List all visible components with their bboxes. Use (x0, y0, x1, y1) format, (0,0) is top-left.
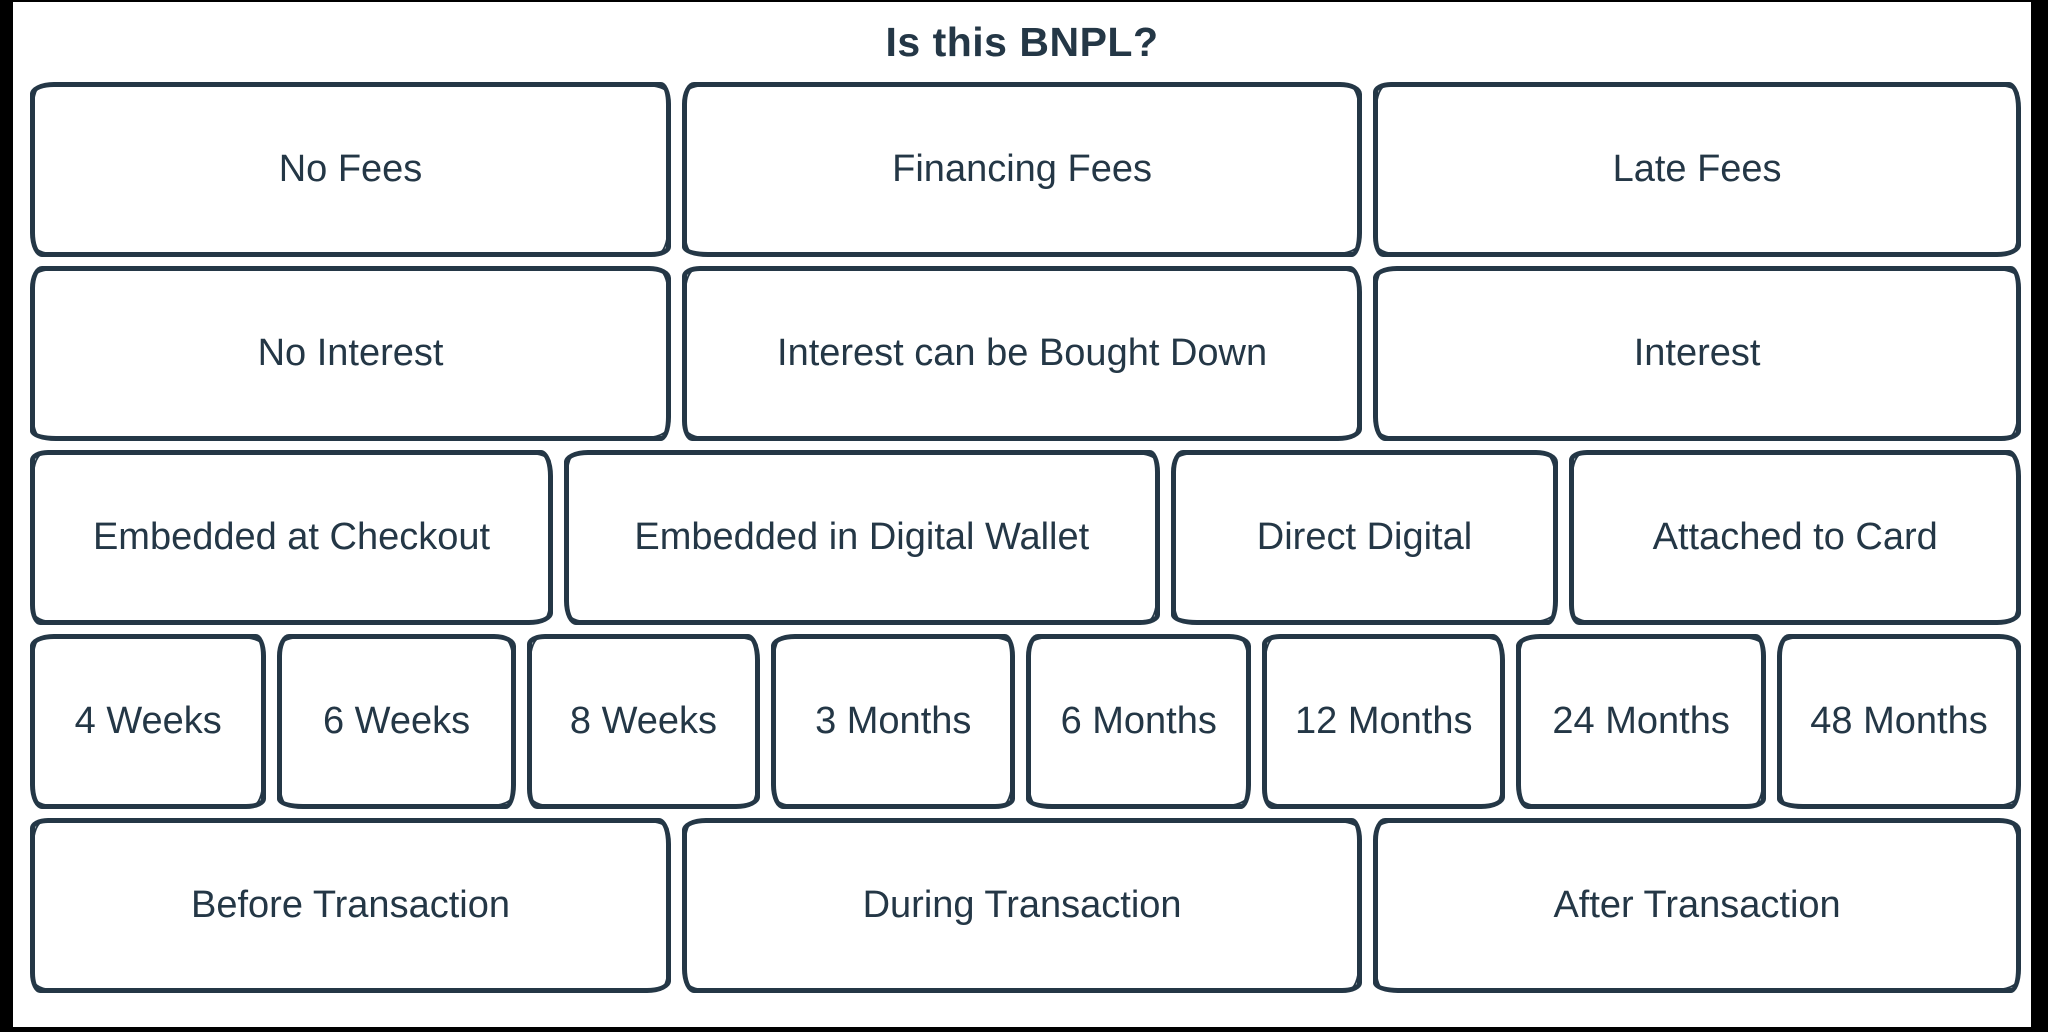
brick-embedded-checkout: Embedded at Checkout (30, 450, 554, 625)
brick-label: Late Fees (1612, 148, 1782, 190)
brick-label: 4 Weeks (74, 700, 222, 742)
brick-row-channel: Embedded at Checkout Embedded in Digital… (30, 450, 2021, 625)
brick-4-weeks: 4 Weeks (30, 634, 267, 809)
brick-12-months: 12 Months (1262, 634, 1506, 809)
brick-label: 48 Months (1810, 700, 1988, 742)
brick-label: 6 Months (1060, 700, 1217, 742)
brick-label: During Transaction (862, 884, 1182, 926)
page-title: Is this BNPL? (885, 18, 1159, 65)
brick-during-transaction: During Transaction (682, 818, 1363, 993)
brick-after-transaction: After Transaction (1373, 818, 2021, 993)
brick-label: 8 Weeks (569, 700, 718, 742)
brick-6-weeks: 6 Weeks (277, 634, 516, 809)
brick-label: No Interest (257, 332, 444, 374)
brick-8-weeks: 8 Weeks (526, 634, 761, 809)
brick-wall-diagram: No Fees Financing Fees Late Fees No Inte… (13, 82, 2031, 993)
brick-row-interest: No Interest Interest can be Bought Down … (30, 266, 2021, 441)
brick-before-transaction: Before Transaction (30, 818, 671, 993)
brick-interest-bought-down: Interest can be Bought Down (682, 266, 1363, 441)
brick-label: Before Transaction (191, 884, 510, 926)
brick-48-months: 48 Months (1777, 634, 2021, 809)
brick-row-fees: No Fees Financing Fees Late Fees (30, 82, 2021, 257)
brick-label: 3 Months (815, 700, 972, 742)
brick-label: Direct Digital (1256, 516, 1473, 558)
brick-label: 6 Weeks (322, 700, 471, 742)
brick-attached-card: Attached to Card (1569, 450, 2021, 625)
brick-label: Interest can be Bought Down (777, 332, 1268, 374)
brick-label: No Fees (278, 148, 423, 190)
brick-interest: Interest (1373, 266, 2021, 441)
brick-label: Attached to Card (1652, 516, 1938, 558)
brick-row-terms: 4 Weeks 6 Weeks 8 Weeks 3 Months 6 Month… (30, 634, 2021, 809)
brick-late-fees: Late Fees (1373, 82, 2021, 257)
brick-financing-fees: Financing Fees (682, 82, 1363, 257)
slide-canvas: Is this BNPL? No Fees Financing Fees Lat… (13, 2, 2031, 1027)
brick-label: Embedded in Digital Wallet (634, 516, 1090, 558)
brick-label: Financing Fees (892, 148, 1152, 190)
brick-label: After Transaction (1553, 884, 1841, 926)
brick-6-months: 6 Months (1026, 634, 1252, 809)
brick-embedded-wallet: Embedded in Digital Wallet (564, 450, 1160, 625)
brick-3-months: 3 Months (771, 634, 1016, 809)
brick-label: 24 Months (1552, 700, 1730, 742)
brick-24-months: 24 Months (1516, 634, 1766, 809)
brick-label: 12 Months (1295, 700, 1473, 742)
brick-no-fees: No Fees (30, 82, 671, 257)
brick-label: Embedded at Checkout (92, 516, 491, 558)
brick-row-timing: Before Transaction During Transaction Af… (30, 818, 2021, 993)
brick-direct-digital: Direct Digital (1170, 450, 1559, 625)
brick-no-interest: No Interest (30, 266, 671, 441)
brick-label: Interest (1633, 332, 1761, 374)
